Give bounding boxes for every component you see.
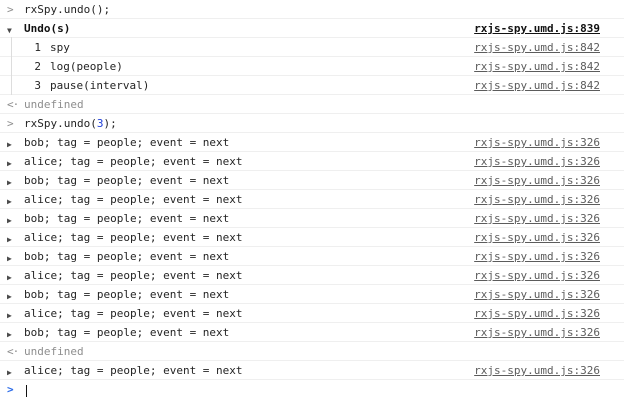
source-link[interactable]: rxjs-spy.umd.js:326 xyxy=(474,326,600,339)
group-item-text: pause(interval) xyxy=(50,79,150,92)
group-item-text: spy xyxy=(50,41,70,54)
console-log-row[interactable]: ▶ bob; tag = people; event = next rxjs-spy… xyxy=(0,133,624,152)
expand-arrow-icon[interactable]: ▶ xyxy=(7,140,12,149)
expand-arrow-icon[interactable]: ▶ xyxy=(7,330,12,339)
source-link[interactable]: rxjs-spy.umd.js:326 xyxy=(474,174,600,187)
expand-arrow-icon[interactable]: ▶ xyxy=(7,159,12,168)
console-group-item: 3 pause(interval) rxjs-spy.umd.js:842 xyxy=(0,75,624,95)
source-link[interactable]: rxjs-spy.umd.js:326 xyxy=(474,212,600,225)
indent-guide-line xyxy=(11,56,12,76)
collapse-arrow-icon[interactable]: ▼ xyxy=(7,26,12,35)
console-log-row[interactable]: ▶ alice; tag = people; event = next rxjs-s… xyxy=(0,228,624,247)
source-link[interactable]: rxjs-spy.umd.js:842 xyxy=(474,41,600,54)
console-log-row[interactable]: ▶ alice; tag = people; event = next rxjs-s… xyxy=(0,304,624,323)
source-link[interactable]: rxjs-spy.umd.js:326 xyxy=(474,136,600,149)
indent-guide-line xyxy=(11,37,12,57)
result-arrow-icon: <· xyxy=(7,98,19,111)
text-cursor-caret[interactable] xyxy=(26,385,27,397)
code-token: rxSpy.undo( xyxy=(24,117,97,130)
expand-arrow-icon[interactable]: ▶ xyxy=(7,292,12,301)
console-log-row[interactable]: ▶ alice; tag = people; event = next rxjs-s… xyxy=(0,266,624,285)
source-link[interactable]: rxjs-spy.umd.js:326 xyxy=(474,307,600,320)
log-message: alice; tag = people; event = next xyxy=(24,364,243,377)
expand-arrow-icon[interactable]: ▶ xyxy=(7,216,12,225)
source-link[interactable]: rxjs-spy.umd.js:326 xyxy=(474,364,600,377)
log-message: bob; tag = people; event = next xyxy=(24,250,230,263)
source-link[interactable]: rxjs-spy.umd.js:326 xyxy=(474,269,600,282)
group-item-number: 1 xyxy=(34,41,41,54)
group-item-number: 3 xyxy=(34,79,41,92)
console-group-item: 2 log(people) rxjs-spy.umd.js:842 xyxy=(0,56,624,76)
source-link[interactable]: rxjs-spy.umd.js:326 xyxy=(474,250,600,263)
console-log-row[interactable]: ▶ bob; tag = people; event = next rxjs-spy… xyxy=(0,285,624,304)
expand-arrow-icon[interactable]: ▶ xyxy=(7,311,12,320)
group-title: Undo(s) xyxy=(24,22,71,35)
log-message: alice; tag = people; event = next xyxy=(24,307,243,320)
source-link[interactable]: rxjs-spy.umd.js:842 xyxy=(474,79,600,92)
log-message: bob; tag = people; event = next xyxy=(24,212,230,225)
log-message: alice; tag = people; event = next xyxy=(24,155,243,168)
expand-arrow-icon[interactable]: ▶ xyxy=(7,235,12,244)
expand-arrow-icon[interactable]: ▶ xyxy=(7,197,12,206)
prompt-chevron-icon: > xyxy=(7,383,14,396)
console-log-row[interactable]: ▶ bob; tag = people; event = next rxjs-spy… xyxy=(0,209,624,228)
indent-guide-line xyxy=(11,75,12,95)
number-literal: 3 xyxy=(96,117,104,130)
input-chevron-icon: > xyxy=(7,3,14,16)
expand-arrow-icon[interactable]: ▶ xyxy=(7,273,12,282)
code-token: ); xyxy=(103,117,117,130)
group-item-text: log(people) xyxy=(50,60,123,73)
group-item-number: 2 xyxy=(34,60,41,73)
source-link[interactable]: rxjs-spy.umd.js:326 xyxy=(474,155,600,168)
log-message: bob; tag = people; event = next xyxy=(24,174,230,187)
command-text: rxSpy.undo(); xyxy=(24,3,111,16)
console-log-row[interactable]: ▶ alice; tag = people; event = next rxjs-s… xyxy=(0,190,624,209)
expand-arrow-icon[interactable]: ▶ xyxy=(7,178,12,187)
console-log-row[interactable]: ▶ alice; tag = people; event = next rxjs-s… xyxy=(0,152,624,171)
console-log-row[interactable]: ▶ alice; tag = people; event = next rxjs-s… xyxy=(0,361,624,380)
result-arrow-icon: <· xyxy=(7,345,19,358)
console-log-row[interactable]: ▶ bob; tag = people; event = next rxjs-spy… xyxy=(0,323,624,342)
log-message: alice; tag = people; event = next xyxy=(24,231,243,244)
console-prompt-row[interactable]: > xyxy=(0,380,624,403)
console-log-row[interactable]: ▶ bob; tag = people; event = next rxjs-spy… xyxy=(0,247,624,266)
source-link[interactable]: rxjs-spy.umd.js:839 xyxy=(474,22,600,35)
console-input-row: > rxSpy.undo(); xyxy=(0,0,624,19)
result-value: undefined xyxy=(24,345,84,358)
source-link[interactable]: rxjs-spy.umd.js:326 xyxy=(474,231,600,244)
result-value: undefined xyxy=(24,98,84,111)
source-link[interactable]: rxjs-spy.umd.js:842 xyxy=(474,60,600,73)
log-message: bob; tag = people; event = next xyxy=(24,136,230,149)
log-message: alice; tag = people; event = next xyxy=(24,269,243,282)
command-text: rxSpy.undo(3); xyxy=(24,117,117,130)
console-log-row[interactable]: ▶ bob; tag = people; event = next rxjs-spy… xyxy=(0,171,624,190)
expand-arrow-icon[interactable]: ▶ xyxy=(7,368,12,377)
expand-arrow-icon[interactable]: ▶ xyxy=(7,254,12,263)
console-result-row: <· undefined xyxy=(0,342,624,361)
source-link[interactable]: rxjs-spy.umd.js:326 xyxy=(474,288,600,301)
console-group-item: 1 spy rxjs-spy.umd.js:842 xyxy=(0,37,624,57)
source-link[interactable]: rxjs-spy.umd.js:326 xyxy=(474,193,600,206)
log-message: bob; tag = people; event = next xyxy=(24,288,230,301)
log-message: bob; tag = people; event = next xyxy=(24,326,230,339)
console-result-row: <· undefined xyxy=(0,95,624,114)
console-input-row: > rxSpy.undo(3); xyxy=(0,114,624,133)
console-group-header[interactable]: ▼ Undo(s) rxjs-spy.umd.js:839 xyxy=(0,19,624,38)
input-chevron-icon: > xyxy=(7,117,14,130)
log-message: alice; tag = people; event = next xyxy=(24,193,243,206)
